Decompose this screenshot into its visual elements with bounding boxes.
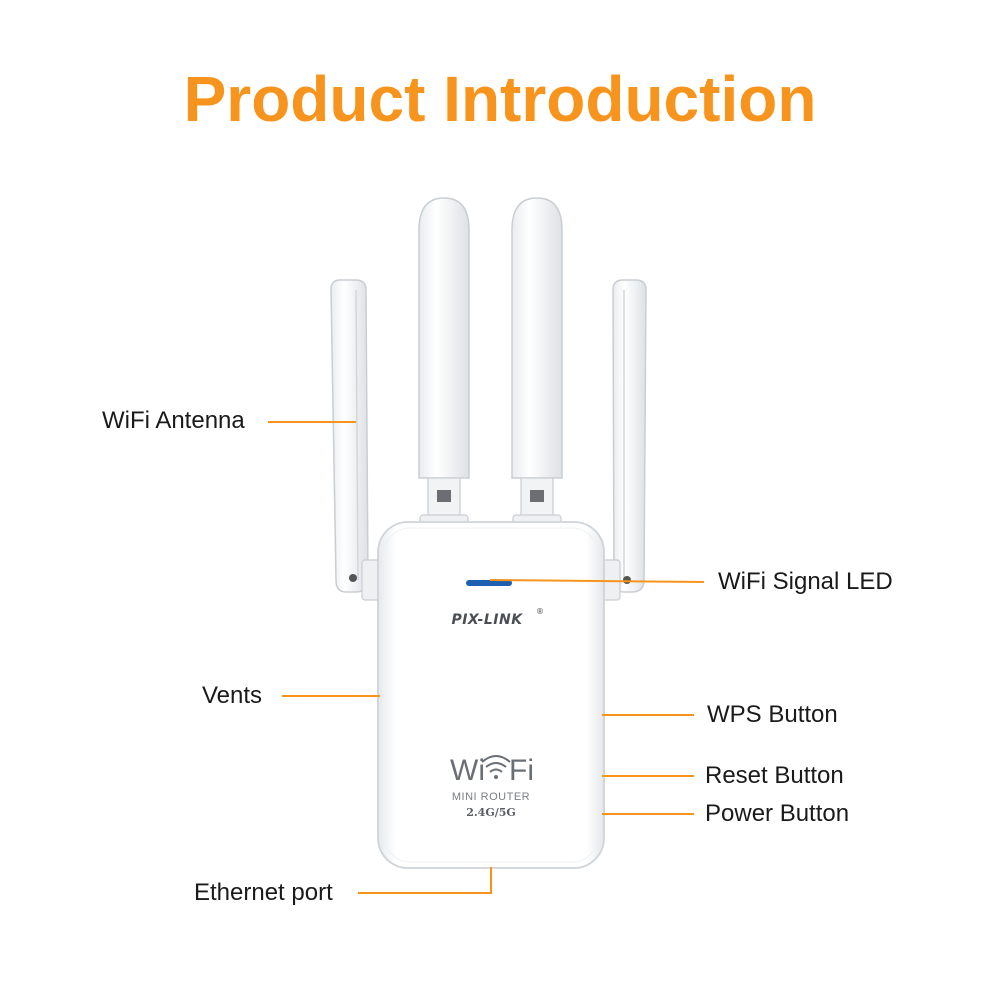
wifi-logo-text: Wi [450, 754, 485, 787]
router-subtitle: MINI ROUTER [452, 791, 530, 803]
label-wps-button: WPS Button [707, 701, 838, 728]
right-side-antenna [597, 279, 647, 601]
label-ethernet-port: Ethernet port [194, 879, 333, 906]
brand-logo: PIX-LINK [451, 612, 523, 628]
wifi-arcs-icon [481, 755, 511, 779]
page-title: Product Introduction [183, 63, 817, 135]
label-reset-button: Reset Button [705, 762, 844, 789]
left-side-antenna [330, 279, 385, 601]
leader-wifi-signal-led [489, 579, 705, 583]
right-top-antenna [511, 197, 563, 530]
wifi-logo: Wi Fi [450, 754, 534, 787]
label-power-button: Power Button [705, 800, 850, 827]
wifi-logo-text-end: Fi [509, 754, 534, 787]
left-top-antenna [418, 197, 470, 530]
leader-ethernet-port [358, 867, 492, 894]
router-bands: 2.4G/5G [466, 806, 516, 819]
registered-mark: ® [536, 607, 544, 616]
leader-lines [268, 421, 705, 894]
label-wifi-signal-led: WiFi Signal LED [718, 568, 893, 595]
label-vents: Vents [202, 682, 263, 709]
wifi-signal-led [466, 580, 512, 586]
label-wifi-antenna: WiFi Antenna [102, 407, 245, 434]
